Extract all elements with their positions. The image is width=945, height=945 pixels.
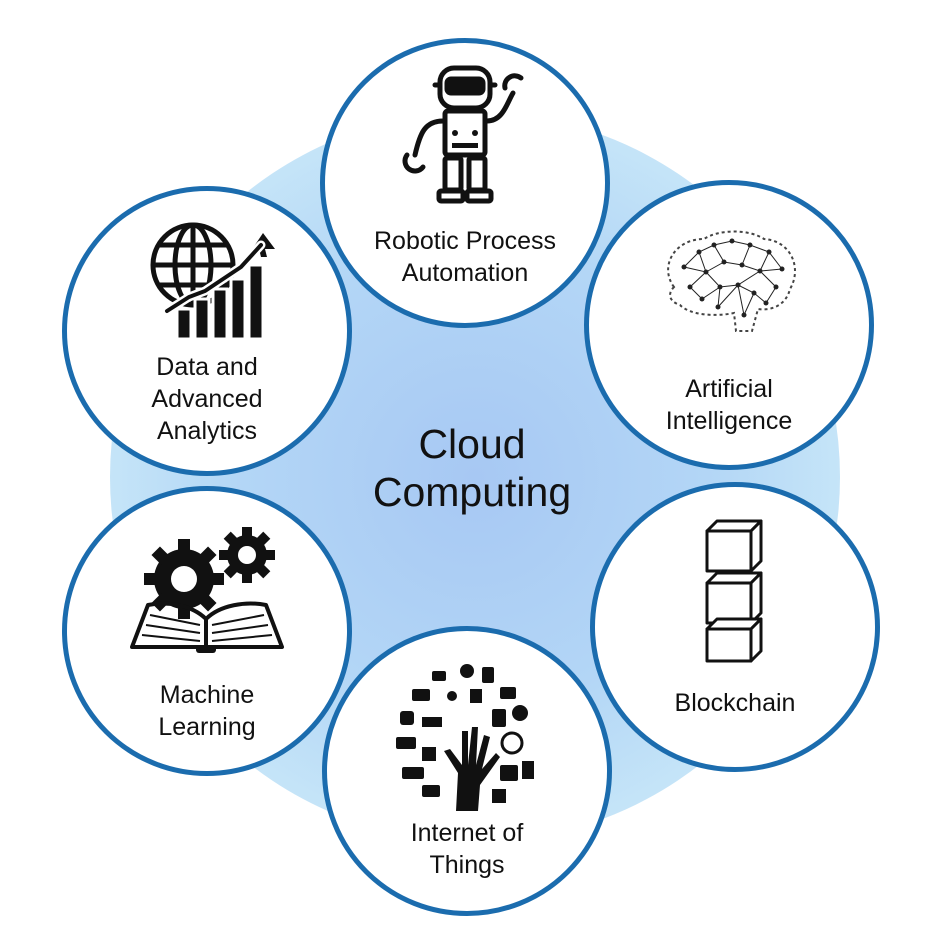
hub-title: Cloud Computing [322,420,622,516]
node-label-line: Intelligence [665,407,793,435]
node-label-line: Analytics [156,417,258,445]
node-data-and-advanced-analytics: Data and Advanced Analytics [62,186,352,476]
gears-book-icon [130,527,284,653]
node-internet-of-things: Internet of Things [322,626,612,916]
hub-title-line-1: Cloud [418,421,526,467]
node-artificial-intelligence: Artificial Intelligence [584,180,874,470]
node-label-line: Internet of [410,819,524,847]
node-label-line: Things [429,851,505,879]
node-blockchain: Blockchain [590,482,880,772]
node-label-line: Machine [159,681,255,709]
node-robotic-process-automation: Robotic Process Automation [320,38,610,328]
node-label: Data and Advanced Analytics [87,351,327,447]
node-machine-learning: Machine Learning [62,486,352,776]
hub-title-line-2: Computing [372,469,572,515]
node-label: Robotic Process Automation [345,225,585,289]
node-label: Internet of Things [347,817,587,881]
globe-growth-chart-icon [150,222,275,341]
node-label-line: Advanced [151,385,263,413]
stacked-blocks-icon [705,519,763,663]
brain-network-icon [667,230,796,332]
node-label-line: Data and [156,353,258,381]
node-label-line: Blockchain [674,689,796,717]
node-label: Artificial Intelligence [609,373,849,437]
robot-icon [402,65,524,204]
node-label-line: Automation [401,259,529,287]
node-label-line: Robotic Process [373,227,557,255]
node-label-line: Artificial [685,375,773,403]
node-label: Blockchain [615,687,855,719]
node-label-line: Learning [158,713,256,741]
node-label: Machine Learning [87,679,327,743]
device-tree-hand-icon [396,664,534,811]
